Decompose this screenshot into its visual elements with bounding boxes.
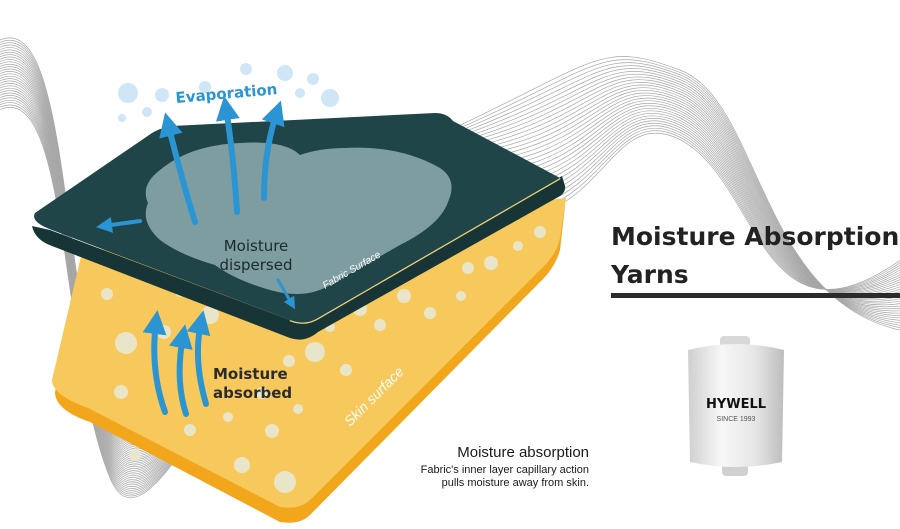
droplet — [114, 385, 128, 399]
absorbed-label-line1: Moisture — [213, 365, 288, 383]
bubble-icon — [277, 65, 293, 81]
title-line2: Yarns — [611, 256, 899, 294]
bubble-icon — [307, 73, 319, 85]
spool-brand: HYWELL — [706, 397, 766, 412]
droplet — [397, 289, 411, 303]
dispersed-label-line1: Moisture — [224, 237, 289, 255]
evaporation-label: Evaporation — [175, 80, 278, 107]
droplet — [157, 325, 171, 339]
droplet — [534, 226, 546, 238]
droplet — [305, 342, 325, 362]
droplet — [115, 332, 137, 354]
droplet — [234, 457, 250, 473]
droplet — [456, 291, 466, 301]
bubble-icon — [321, 89, 339, 107]
bubble-icon — [142, 107, 152, 117]
spool-icon: HYWELL SINCE 1993 — [688, 336, 784, 476]
dispersed-label-line2: dispersed — [220, 256, 293, 274]
bubble-icon — [118, 83, 138, 103]
droplet — [293, 404, 303, 414]
page-title: Moisture Absorption Yarns — [611, 218, 899, 294]
bubble-icon — [118, 114, 126, 122]
droplet — [462, 262, 474, 274]
title-underline — [611, 293, 900, 298]
spool-since: SINCE 1993 — [717, 416, 756, 423]
note-body: Fabric's inner layer capillary action pu… — [380, 464, 589, 490]
bubble-icon — [240, 63, 252, 75]
droplet — [513, 241, 523, 251]
absorbed-label-line2: absorbed — [213, 384, 292, 402]
note-line1: Fabric's inner layer capillary action — [380, 464, 589, 477]
droplet — [484, 256, 498, 270]
note-heading: Moisture absorption — [400, 444, 589, 461]
note-line2: pulls moisture away from skin. — [380, 477, 589, 490]
droplet — [101, 288, 113, 300]
bubble-icon — [295, 88, 305, 98]
droplet — [129, 449, 141, 461]
bubble-icon — [155, 88, 169, 102]
droplet — [265, 424, 279, 438]
droplet — [340, 364, 352, 376]
droplet — [184, 424, 196, 436]
droplet — [374, 319, 386, 331]
droplet — [424, 307, 436, 319]
droplet — [274, 471, 296, 493]
title-line1: Moisture Absorption — [611, 218, 899, 256]
droplet — [223, 412, 233, 422]
